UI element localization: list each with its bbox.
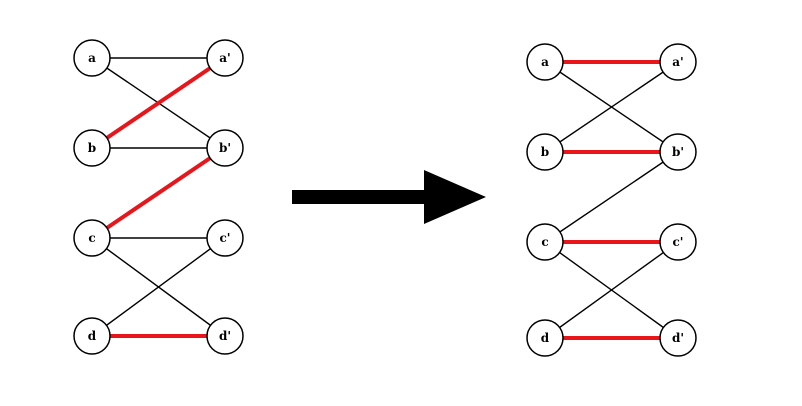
left-node-circle-a [73,39,111,77]
right-node-a2: a' [659,43,697,81]
right-node-circle-a [526,43,564,81]
left-node-label-d: d [88,329,97,343]
right-node-circle-b2 [659,133,697,171]
right-edge-d-c2 [544,241,679,339]
left-node-label-c: c [88,231,95,245]
left-bipartite-graph: a b c d a' b' c' d' [73,39,244,355]
left-node-d2: d' [206,317,244,355]
right-edge-c-b2 [544,151,679,243]
left-node-a2: a' [206,39,244,77]
right-node-b2: b' [659,133,697,171]
right-node-circle-c [526,223,564,261]
left-node-label-a: a [88,51,96,65]
left-edge-c-b2-matched [90,146,227,240]
arrow-head [424,170,486,224]
right-node-label-d: d [541,331,550,345]
left-node-circle-c2 [206,219,244,257]
left-node-a: a [73,39,111,77]
right-node-d2: d' [659,319,697,357]
left-node-circle-b [73,129,111,167]
right-node-label-a2: a' [672,55,683,69]
left-node-label-b: b [88,141,96,155]
transform-arrow [292,170,486,224]
left-node-b2: b' [206,129,244,167]
left-node-circle-a2 [206,39,244,77]
left-node-circle-c [73,219,111,257]
right-node-b: b [526,133,564,171]
right-node-circle-b [526,133,564,171]
right-node-circle-c2 [659,223,697,261]
right-node-circle-d2 [659,319,697,357]
left-node-label-a2: a' [219,51,230,65]
left-node-circle-d2 [206,317,244,355]
left-node-b: b [73,129,111,167]
right-bipartite-graph: a b c d a' b' c' d' [526,43,697,357]
left-node-circle-d [73,317,111,355]
right-node-d: d [526,319,564,357]
right-node-label-c2: c' [673,235,684,249]
left-edge-b-a2-matched [90,56,227,150]
right-node-c2: c' [659,223,697,261]
left-edge-d-c2 [91,237,226,337]
left-node-c2: c' [206,219,244,257]
right-node-label-b: b [541,145,549,159]
left-node-label-c2: c' [220,231,231,245]
right-node-label-d2: d' [672,331,684,345]
left-node-d: d [73,317,111,355]
left-node-circle-b2 [206,129,244,167]
left-node-label-b2: b' [219,141,231,155]
right-edge-b-a2 [544,61,679,153]
right-node-label-c: c [541,235,548,249]
right-node-label-a: a [541,55,549,69]
right-node-label-b2: b' [672,145,684,159]
right-node-circle-a2 [659,43,697,81]
left-node-c: c [73,219,111,257]
right-node-a: a [526,43,564,81]
arrow-shaft [292,190,428,204]
right-node-circle-d [526,319,564,357]
left-node-label-d2: d' [219,329,231,343]
right-node-c: c [526,223,564,261]
